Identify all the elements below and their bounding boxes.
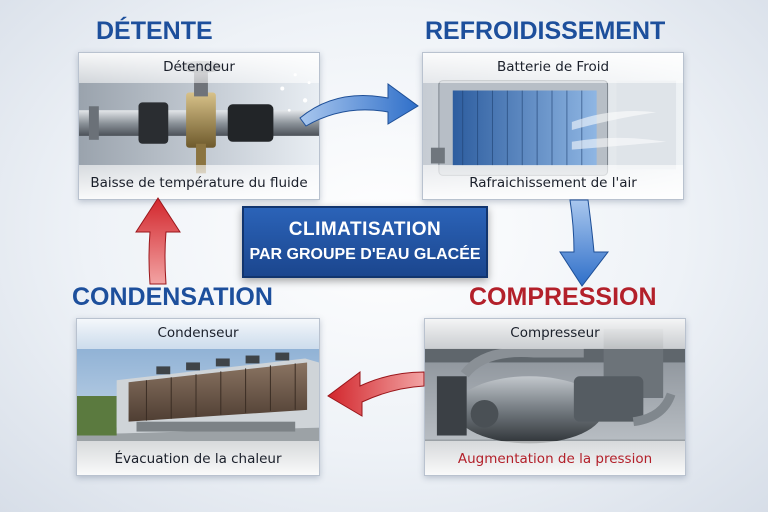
stage-title-condensation: CONDENSATION <box>72 283 273 311</box>
effect-label-compression: Augmentation de la pression <box>457 451 653 467</box>
arrow-detente-to-refroidissement <box>299 83 419 127</box>
arrow-condensation-to-detente <box>135 197 181 285</box>
center-title-box: CLIMATISATION PAR GROUPE D'EAU GLACÉE <box>242 206 488 278</box>
effect-label-condensation: Évacuation de la chaleur <box>114 451 282 467</box>
component-label-batterie-de-froid: Batterie de Froid <box>496 59 610 75</box>
component-label-compresseur: Compresseur <box>510 325 600 341</box>
center-title-line2: PAR GROUPE D'EAU GLACÉE <box>249 246 481 263</box>
panel-compression: Compresseur Augmentation de la pression <box>424 318 686 476</box>
effect-label-detente: Baisse de température du fluide <box>90 175 308 191</box>
arrow-refroidissement-to-compression <box>559 199 610 287</box>
center-title-line1: CLIMATISATION <box>288 219 442 240</box>
stage-title-detente: DÉTENTE <box>96 17 213 45</box>
stage-title-refroidissement: REFROIDISSEMENT <box>425 17 666 45</box>
panel-refroidissement: Batterie de Froid Rafraichissement de l'… <box>422 52 684 200</box>
stage-title-compression: COMPRESSION <box>469 283 657 311</box>
component-label-condenseur: Condenseur <box>157 325 239 341</box>
arrow-compression-to-condensation <box>327 371 425 417</box>
panel-condensation: Condenseur Évacuation de la chaleur <box>76 318 320 476</box>
panel-detente: Détendeur Baisse de température du fluid… <box>78 52 320 200</box>
effect-label-refroidissement: Rafraichissement de l'air <box>469 175 637 191</box>
component-label-detendeur: Détendeur <box>163 59 235 75</box>
